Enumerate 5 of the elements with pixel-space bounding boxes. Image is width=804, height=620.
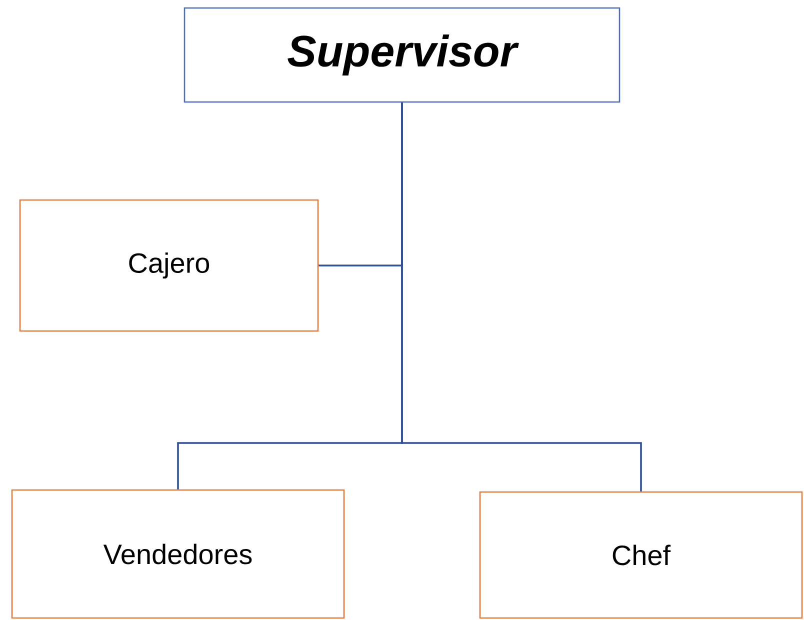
role-box: Chef <box>479 491 803 619</box>
role-box: Cajero <box>19 199 319 332</box>
title-box: Supervisor <box>184 7 620 103</box>
connector-line <box>401 102 642 492</box>
role-box: Vendedores <box>11 489 345 619</box>
